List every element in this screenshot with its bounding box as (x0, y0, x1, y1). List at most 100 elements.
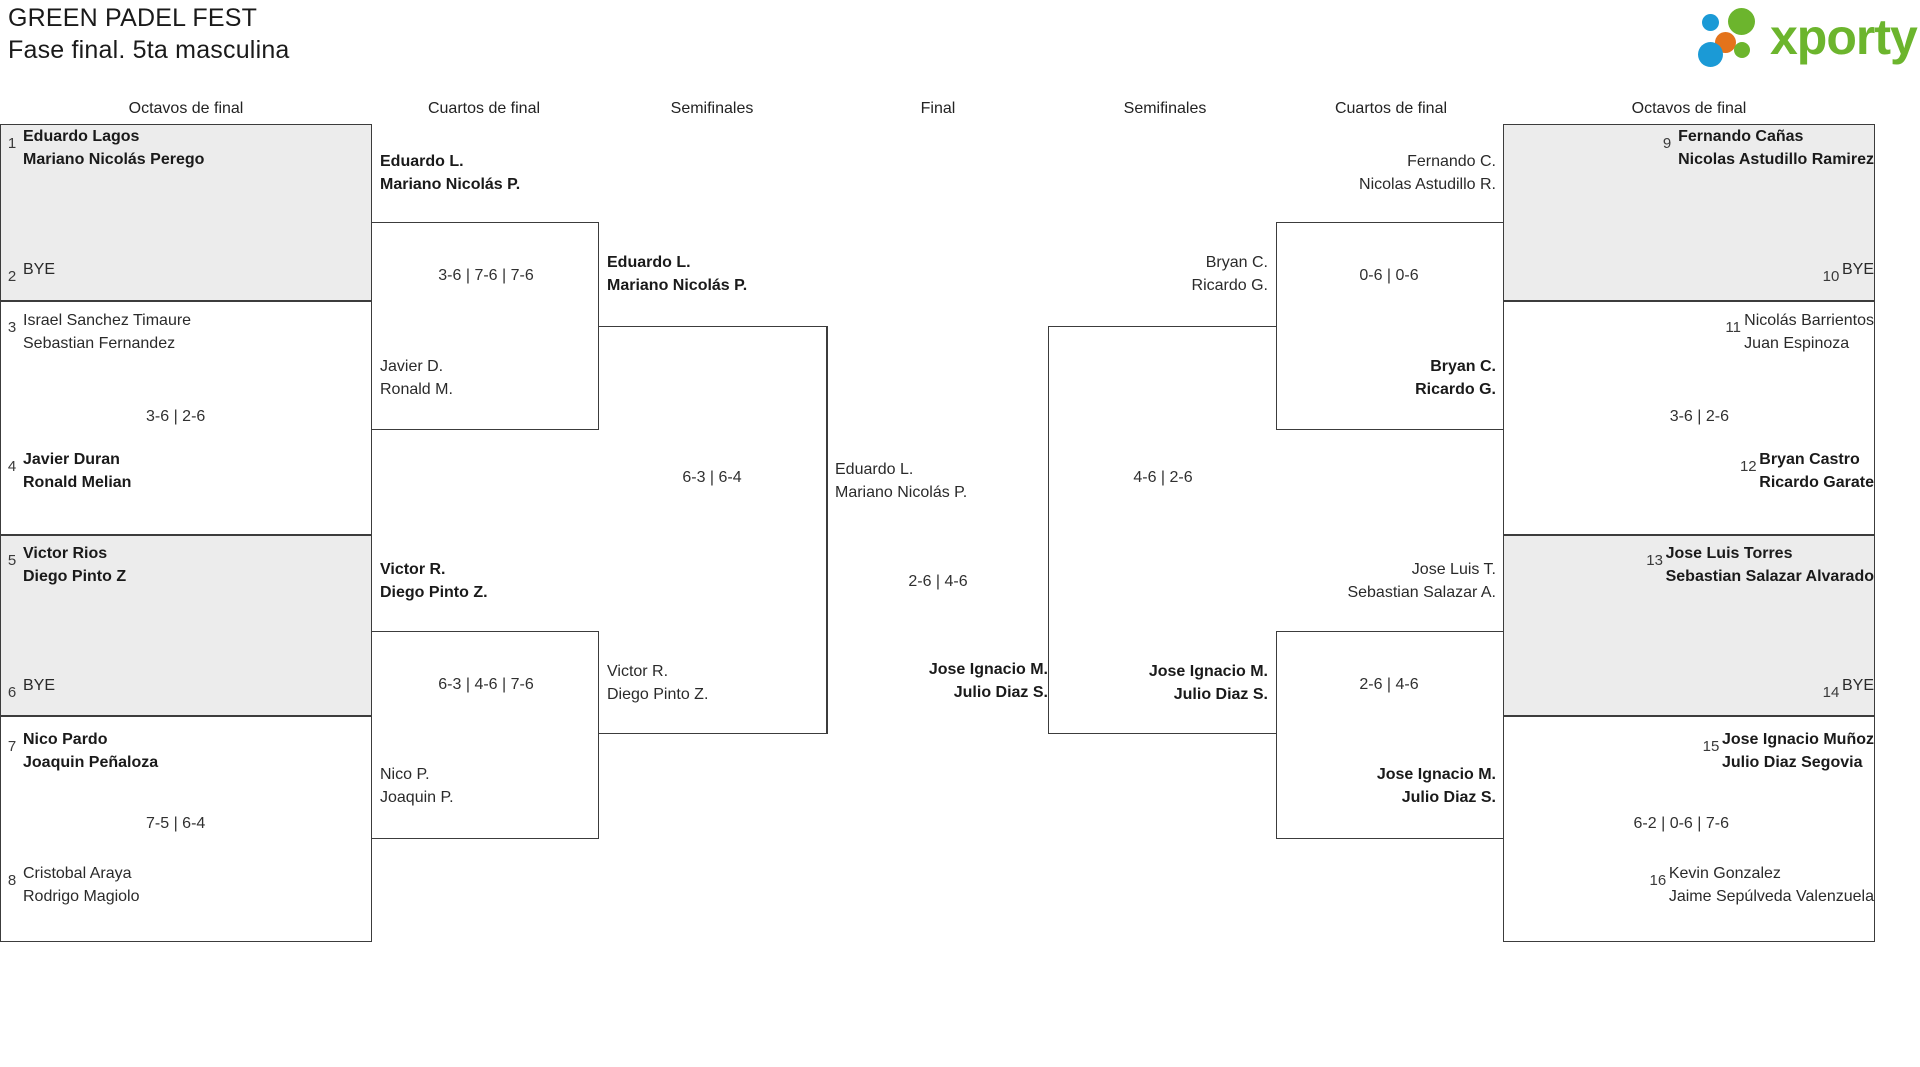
final-right-team: Jose Ignacio M.Julio Diaz S. (928, 661, 1048, 701)
qf-right2-top-team: Jose Luis T.Sebastian Salazar A. (1347, 561, 1496, 601)
seed-number: 16 (1649, 872, 1667, 889)
seed-number: 5 (7, 552, 17, 569)
seed-number: 12 (1739, 458, 1757, 475)
sf-left-top-team: Eduardo L.Mariano Nicolás P. (607, 254, 748, 294)
match-score: 3-6 | 2-6 (146, 408, 206, 425)
sf-right-bottom-team: Jose Ignacio M.Julio Diaz S. (1148, 663, 1268, 703)
seed-number: 3 (7, 319, 17, 336)
final-score: 2-6 | 4-6 (908, 573, 968, 590)
qf-right1-top-team: Fernando C.Nicolas Astudillo R. (1359, 153, 1496, 193)
sf-left-score: 6-3 | 6-4 (682, 469, 742, 486)
sf-right-score: 4-6 | 2-6 (1133, 469, 1193, 486)
qf-right2-score: 2-6 | 4-6 (1359, 676, 1419, 693)
seed-number: 14 (1822, 684, 1840, 701)
qf2-top-team: Victor R.Diego Pinto Z. (380, 561, 488, 601)
qf-right1-bottom-team: Bryan C.Ricardo G. (1415, 358, 1496, 398)
round-label-left-r16: Octavos de final (128, 100, 244, 117)
match-score: 7-5 | 6-4 (146, 815, 206, 832)
seed-number: 7 (7, 738, 17, 755)
seed-number: 13 (1646, 552, 1663, 569)
logo-dot-blue-small (1702, 14, 1719, 31)
connector-right-qf2 (1276, 631, 1503, 839)
seed-number: 15 (1702, 738, 1720, 755)
seed-number: 6 (7, 684, 17, 701)
team-names: BYE (1841, 677, 1874, 694)
qf2-bottom-team: Nico P.Joaquin P. (380, 766, 454, 806)
team-names: BYE (23, 677, 56, 694)
qf2-score: 6-3 | 4-6 | 7-6 (438, 676, 534, 693)
team-slot-6[interactable]: 6 BYE (1, 674, 55, 703)
logo-dot-green-small (1734, 42, 1750, 58)
round-label-left-sf: Semifinales (670, 100, 754, 117)
sf-right-top-team: Bryan C.Ricardo G. (1191, 254, 1268, 294)
logo-dot-blue-large (1698, 42, 1723, 67)
round-label-right-r16: Octavos de final (1631, 100, 1747, 117)
match-score: 3-6 | 2-6 (1669, 408, 1729, 425)
round-label-right-qf: Cuartos de final (1334, 100, 1448, 117)
qf-right2-bottom-team: Jose Ignacio M.Julio Diaz S. (1376, 766, 1496, 806)
connector-left-sf (599, 326, 827, 734)
seed-number: 10 (1822, 268, 1840, 285)
qf1-score: 3-6 | 7-6 | 7-6 (438, 267, 534, 284)
qf-right1-score: 0-6 | 0-6 (1359, 267, 1419, 284)
team-names: BYE (1841, 261, 1874, 278)
xporty-logo: xporty (1698, 6, 1918, 68)
team-slot-14[interactable]: BYE 14 (1820, 674, 1874, 703)
team-names: BYE (23, 261, 56, 278)
qf1-top-team: Eduardo L.Mariano Nicolás P. (380, 153, 521, 193)
qf1-bottom-team: Javier D.Ronald M. (380, 358, 453, 398)
team-slot-10[interactable]: BYE 10 (1820, 258, 1874, 287)
connector-right-sf (1048, 326, 1276, 734)
sf-left-bottom-team: Victor R.Diego Pinto Z. (607, 663, 709, 703)
match-score: 6-2 | 0-6 | 7-6 (1633, 815, 1729, 832)
seed-number: 2 (7, 268, 17, 285)
connector-left-qf2 (372, 631, 599, 839)
final-left-team: Eduardo L.Mariano Nicolás P. (835, 461, 968, 501)
tournament-title: GREEN PADEL FEST (8, 4, 258, 32)
round-label-left-qf: Cuartos de final (427, 100, 541, 117)
seed-number: 11 (1725, 319, 1741, 336)
connector-final-left (827, 326, 828, 734)
seed-number: 4 (7, 458, 17, 475)
round-label-final: Final (920, 100, 956, 117)
page-header: GREEN PADEL FEST Fase final. 5ta masculi… (8, 2, 290, 66)
logo-dot-green-large (1728, 8, 1755, 35)
phase-subtitle: Fase final. 5ta masculina (8, 36, 290, 64)
logo-wordmark: xporty (1770, 9, 1918, 65)
team-slot-2[interactable]: 2 BYE (1, 258, 55, 287)
connector-left-qf1 (372, 222, 599, 430)
seed-number: 8 (7, 872, 17, 889)
round-label-right-sf: Semifinales (1123, 100, 1207, 117)
